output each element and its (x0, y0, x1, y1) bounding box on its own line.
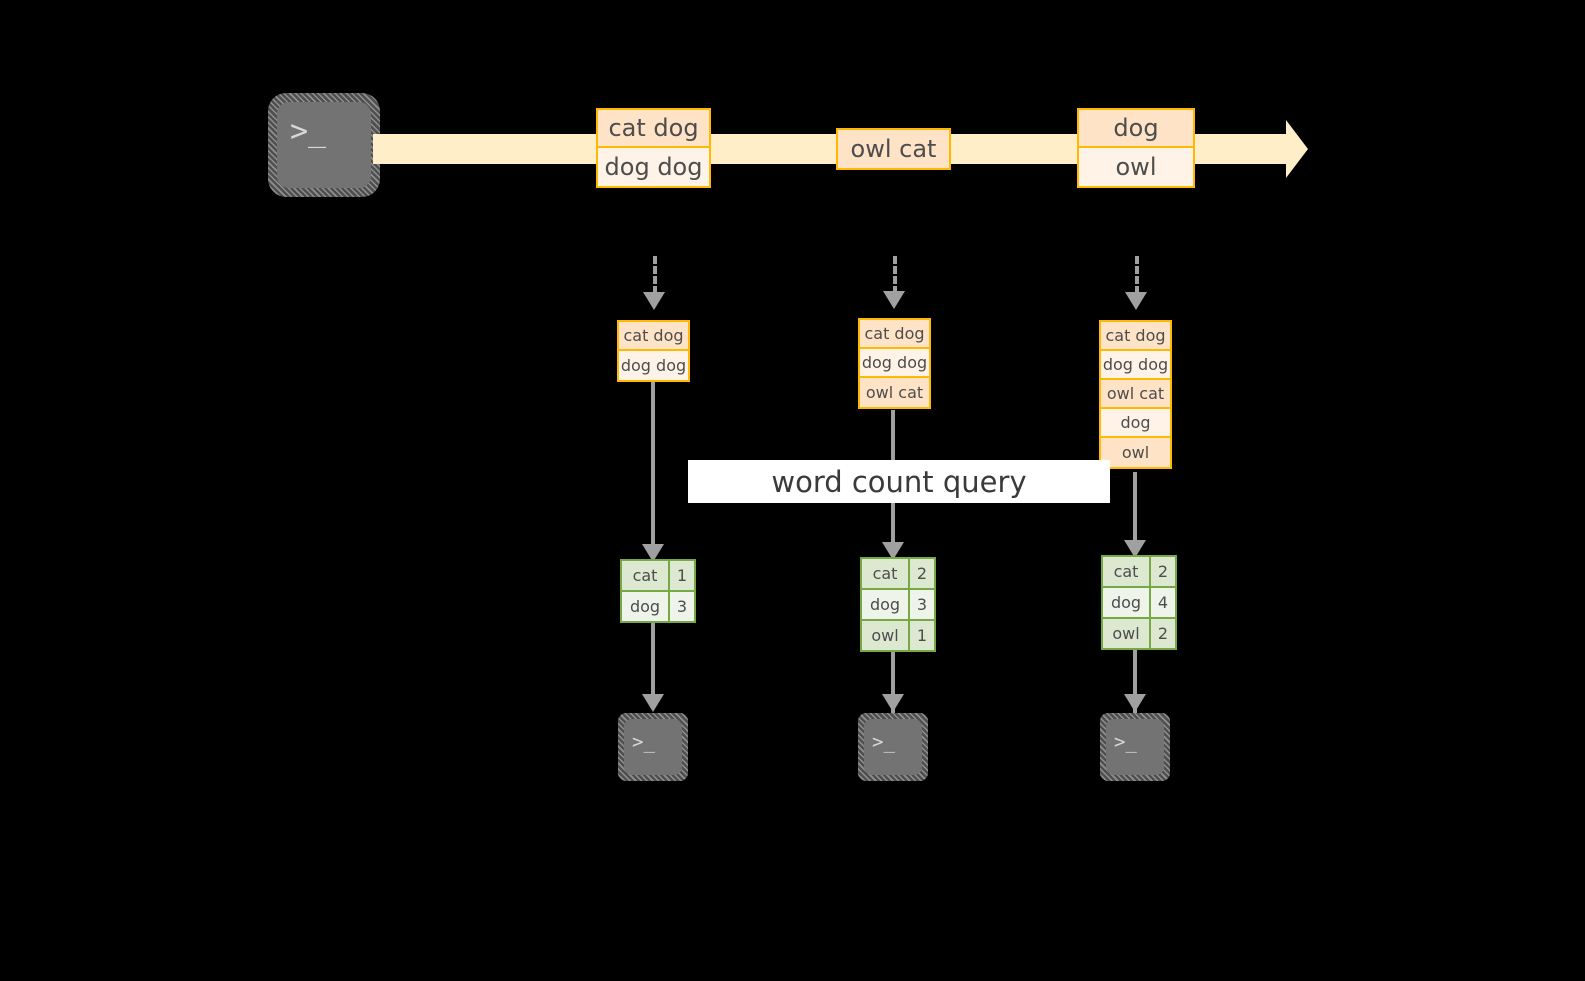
table-row: cat 2 (862, 559, 934, 590)
terminal-prompt-glyph: >_ (290, 114, 327, 149)
column-3-sink-terminal-icon: >_ (1100, 713, 1170, 781)
column-3-sink-arrowhead (1124, 694, 1146, 712)
column-1-query-line (651, 382, 655, 554)
input-record: dog dog (860, 349, 929, 378)
column-2-input-stack: cat dog dog dog owl cat (858, 318, 931, 409)
result-count: 1 (910, 621, 934, 650)
input-record: owl (1101, 438, 1170, 467)
column-2-sink-terminal-icon: >_ (858, 713, 928, 781)
terminal-screen (624, 719, 682, 775)
source-terminal-icon: >_ (268, 93, 380, 197)
result-count: 4 (1151, 588, 1175, 617)
stream-arrow-head (1286, 120, 1308, 178)
table-row: owl 1 (862, 621, 934, 650)
terminal-screen (1106, 719, 1164, 775)
result-word: cat (1103, 557, 1151, 586)
column-1-tap-arrowhead (643, 292, 665, 310)
column-3-query-arrowhead (1124, 540, 1146, 558)
stream-batch-3: dog owl (1077, 108, 1195, 188)
column-2-result-table: cat 2 dog 3 owl 1 (860, 557, 936, 652)
table-row: cat 1 (622, 561, 694, 592)
table-row: dog 3 (862, 590, 934, 621)
column-3-query-line (1133, 472, 1137, 552)
column-3-input-stack: cat dog dog dog owl cat dog owl (1099, 320, 1172, 469)
result-word: dog (862, 590, 910, 619)
result-count: 3 (670, 592, 694, 621)
table-row: owl 2 (1103, 619, 1175, 648)
column-1-sink-line (651, 622, 655, 700)
column-2-tap-line (893, 256, 897, 294)
input-record: dog (1101, 409, 1170, 438)
result-word: owl (1103, 619, 1151, 648)
column-1-input-stack: cat dog dog dog (617, 320, 690, 382)
result-word: cat (862, 559, 910, 588)
table-row: dog 3 (622, 592, 694, 621)
result-word: dog (622, 592, 670, 621)
result-word: dog (1103, 588, 1151, 617)
result-word: cat (622, 561, 670, 590)
query-label: word count query (688, 460, 1110, 503)
result-count: 2 (910, 559, 934, 588)
column-1-query-arrowhead (642, 544, 664, 562)
result-word: owl (862, 621, 910, 650)
input-record: cat dog (619, 322, 688, 351)
column-2-query-arrowhead (882, 542, 904, 560)
terminal-prompt-glyph: >_ (1114, 731, 1137, 753)
column-1-tap-line (653, 256, 657, 294)
input-record: owl cat (860, 378, 929, 407)
result-count: 3 (910, 590, 934, 619)
column-1-result-table: cat 1 dog 3 (620, 559, 696, 623)
column-3-sink-line (1133, 648, 1137, 728)
result-count: 1 (670, 561, 694, 590)
table-row: cat 2 (1103, 557, 1175, 588)
column-2-tap-arrowhead (883, 291, 905, 309)
stream-record: cat dog (598, 110, 709, 148)
terminal-screen (864, 719, 922, 775)
column-1-sink-terminal-icon: >_ (618, 713, 688, 781)
input-record: owl cat (1101, 380, 1170, 409)
column-3-result-table: cat 2 dog 4 owl 2 (1101, 555, 1177, 650)
stream-record: owl (1079, 148, 1193, 186)
stream-record: dog dog (598, 148, 709, 186)
stream-record: owl cat (838, 130, 949, 168)
column-2-sink-arrowhead (882, 694, 904, 712)
stream-record: dog (1079, 110, 1193, 148)
input-record: cat dog (1101, 322, 1170, 351)
terminal-prompt-glyph: >_ (872, 731, 895, 753)
terminal-screen (277, 102, 371, 188)
result-count: 2 (1151, 557, 1175, 586)
input-record: dog dog (1101, 351, 1170, 380)
terminal-prompt-glyph: >_ (632, 731, 655, 753)
column-3-tap-arrowhead (1125, 292, 1147, 310)
stream-batch-2: owl cat (836, 128, 951, 170)
stream-batch-1: cat dog dog dog (596, 108, 711, 188)
input-record: dog dog (619, 351, 688, 380)
column-3-tap-line (1135, 256, 1139, 294)
result-count: 2 (1151, 619, 1175, 648)
column-1-sink-arrowhead (642, 694, 664, 712)
table-row: dog 4 (1103, 588, 1175, 619)
column-2-sink-line (891, 650, 895, 728)
input-record: cat dog (860, 320, 929, 349)
